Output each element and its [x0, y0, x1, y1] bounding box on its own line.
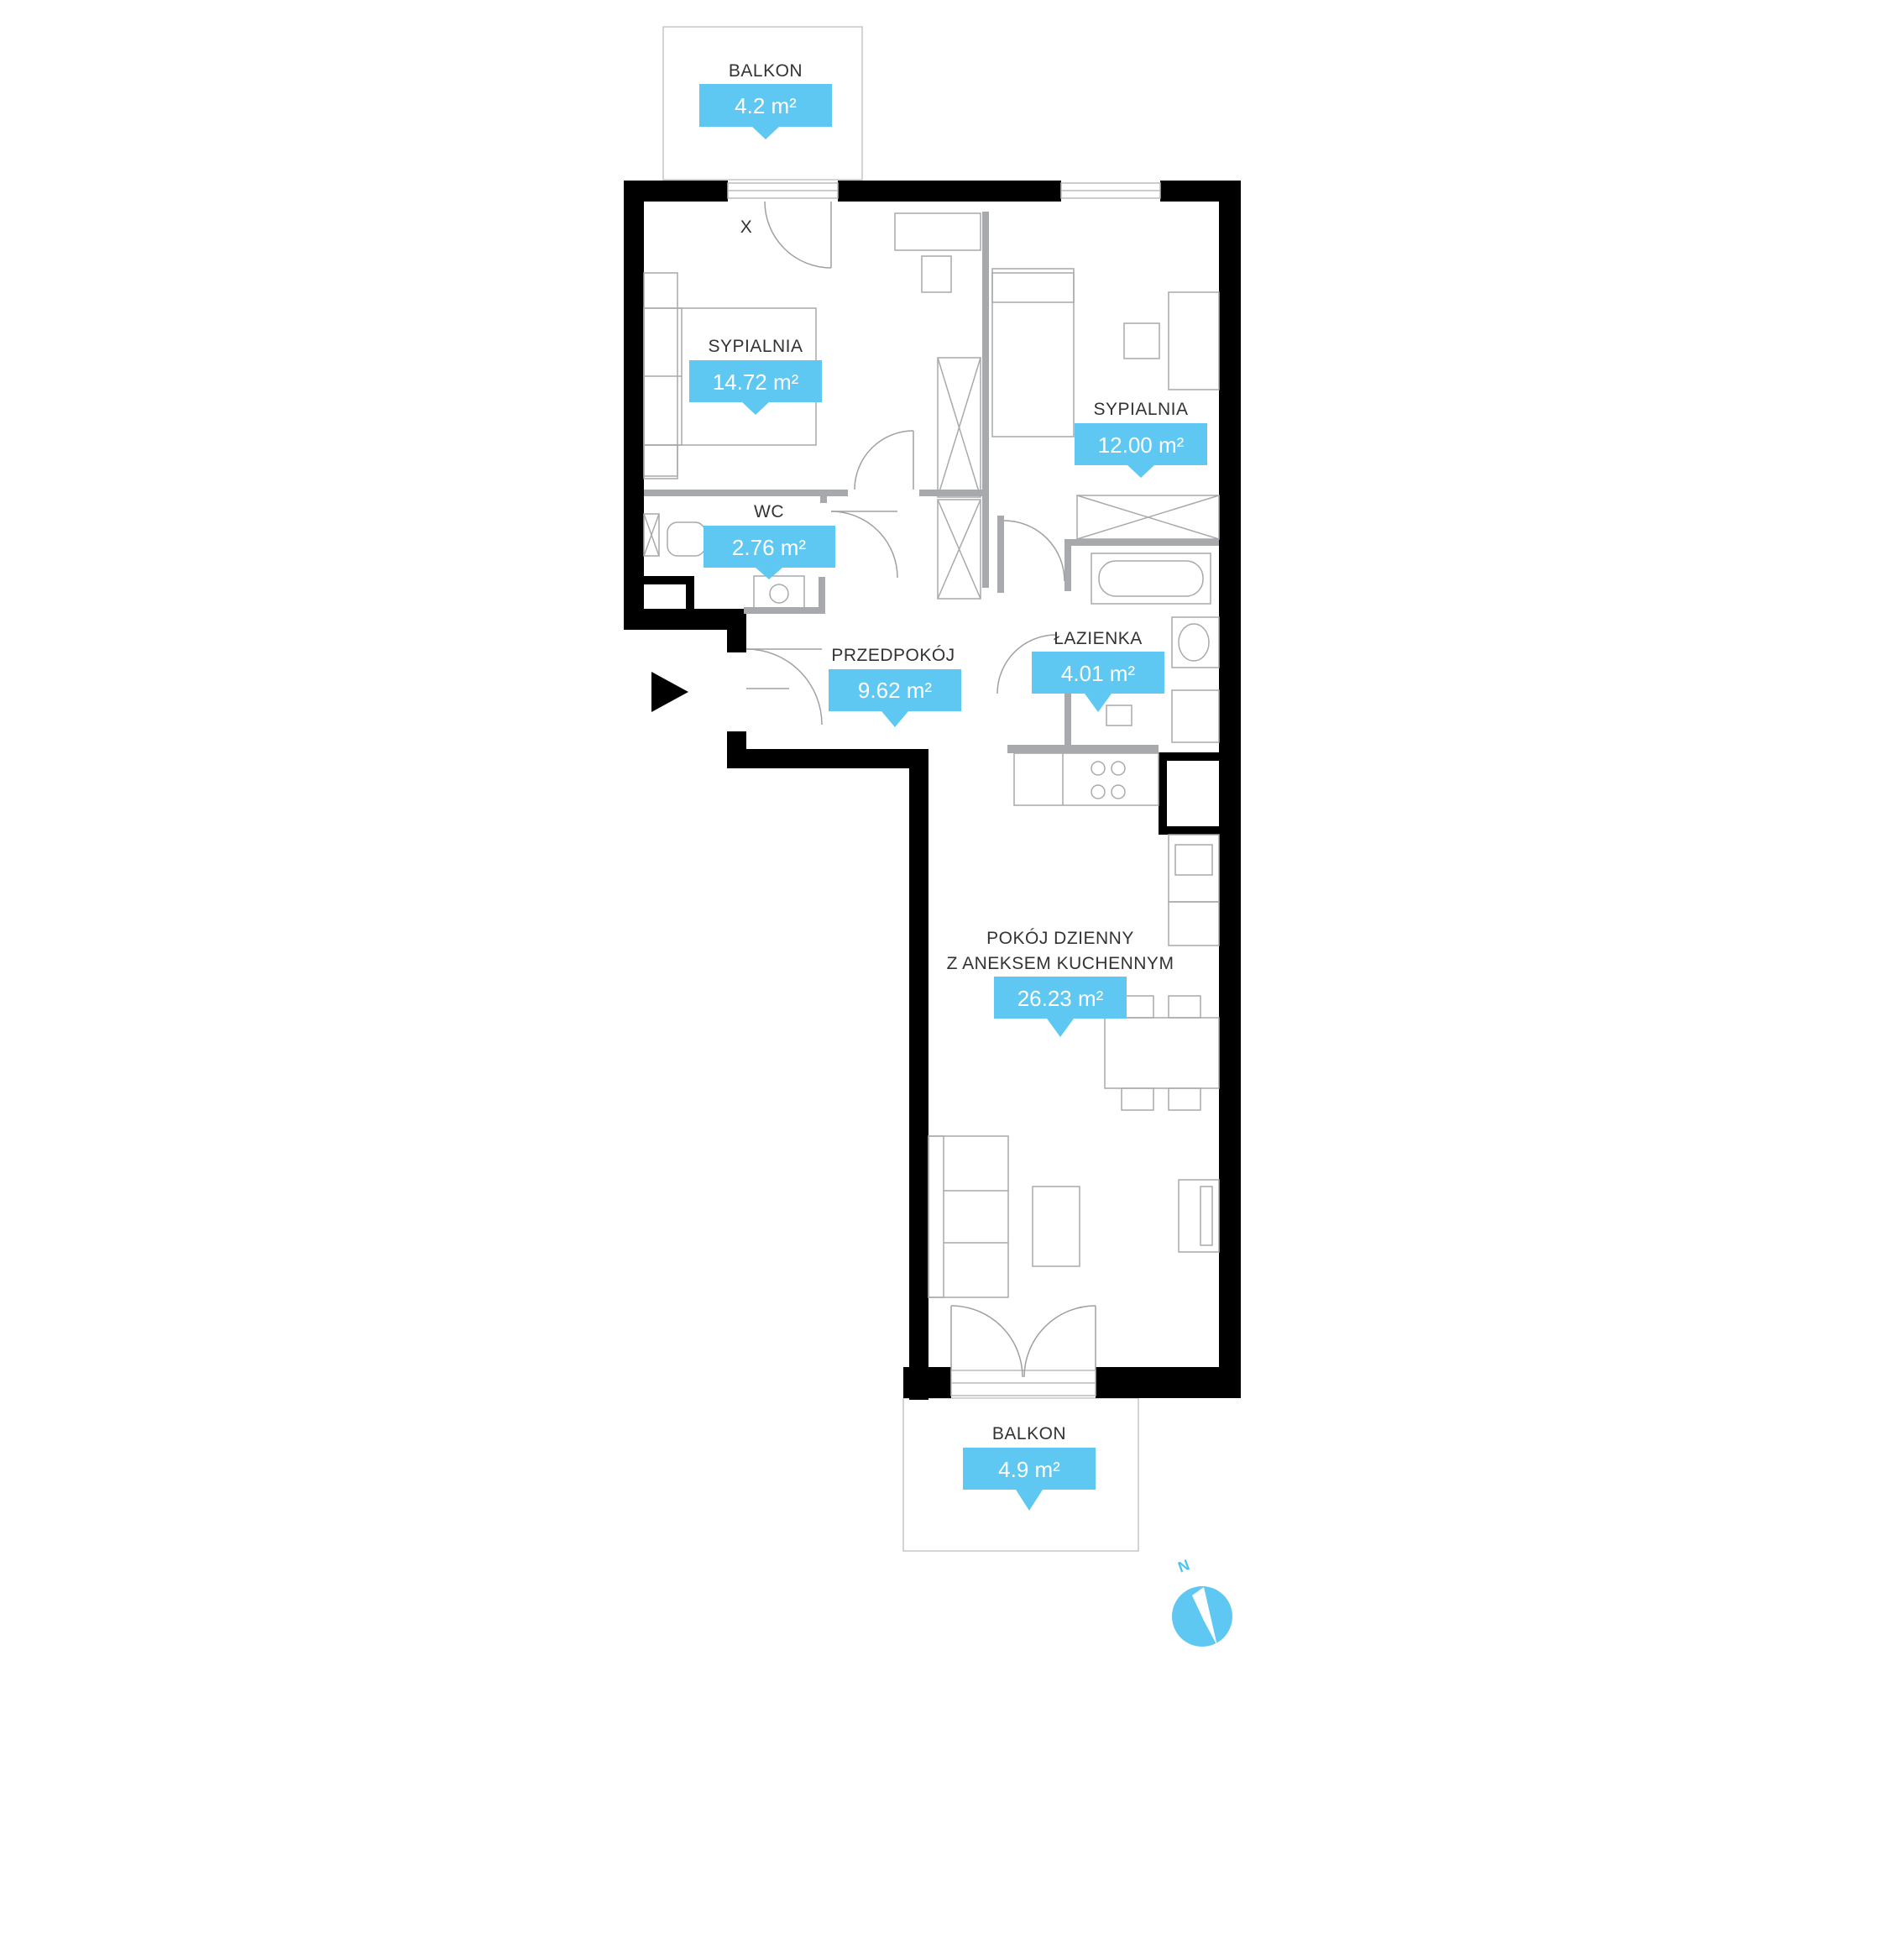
room-name-line2: Z ANEKSEM KUCHENNYM — [947, 954, 1174, 973]
balcony-bottom-outline — [902, 1397, 1139, 1552]
windows — [727, 182, 1161, 1396]
area-value: 9.62 m² — [858, 678, 932, 703]
furniture — [643, 212, 1220, 1298]
room-name: ŁAZIENKA — [1054, 629, 1143, 648]
room-name: PRZEDPOKÓJ — [831, 646, 955, 665]
room-przedpokoj: PRZEDPOKÓJ 9.62 m² — [829, 646, 961, 727]
room-lazienka: ŁAZIENKA 4.01 m² — [1032, 629, 1164, 712]
room-name: BALKON — [992, 1424, 1066, 1443]
room-balkon-bottom: BALKON 4.9 m² — [963, 1424, 1096, 1511]
room-sypialnia-2: SYPIALNIA 12.00 m² — [1075, 400, 1207, 478]
room-name-line1: POKÓJ DZIENNY — [986, 929, 1134, 948]
area-badge — [994, 977, 1127, 1037]
doors — [745, 201, 1096, 1378]
area-value: 14.72 m² — [713, 369, 799, 395]
compass-needle-icon — [1192, 1587, 1217, 1646]
area-badge — [963, 1448, 1096, 1511]
room-balkon-top: BALKON 4.2 m² — [699, 61, 832, 139]
compass-north-label: N — [1175, 1556, 1191, 1575]
area-value: 4.2 m² — [735, 93, 797, 118]
area-badge — [1075, 423, 1207, 478]
area-value: 4.01 m² — [1061, 661, 1135, 686]
area-value: 2.76 m² — [732, 535, 806, 560]
room-name: WC — [754, 502, 784, 521]
area-badge — [699, 84, 832, 139]
room-name: SYPIALNIA — [708, 337, 803, 356]
area-value: 4.9 m² — [998, 1457, 1060, 1482]
area-value: 26.23 m² — [1017, 986, 1104, 1011]
area-badge — [829, 669, 961, 727]
room-sypialnia-1: SYPIALNIA 14.72 m² — [689, 337, 822, 415]
exterior-walls — [624, 181, 1241, 1400]
room-name: BALKON — [729, 61, 803, 81]
balcony-top-outline — [662, 26, 863, 181]
entrance-arrow-icon — [651, 672, 688, 712]
room-pokoj-dzienny: POKÓJ DZIENNY Z ANEKSEM KUCHENNYM 26.23 … — [947, 929, 1174, 1037]
interior-walls — [644, 212, 1219, 753]
room-name: SYPIALNIA — [1093, 400, 1188, 419]
area-badge — [1032, 652, 1164, 712]
compass: N — [1172, 1556, 1232, 1647]
area-badge — [704, 526, 835, 579]
area-badge — [689, 360, 822, 415]
x-mark: X — [740, 217, 753, 237]
area-value: 12.00 m² — [1098, 432, 1185, 458]
room-wc: WC 2.76 m² — [704, 502, 835, 579]
